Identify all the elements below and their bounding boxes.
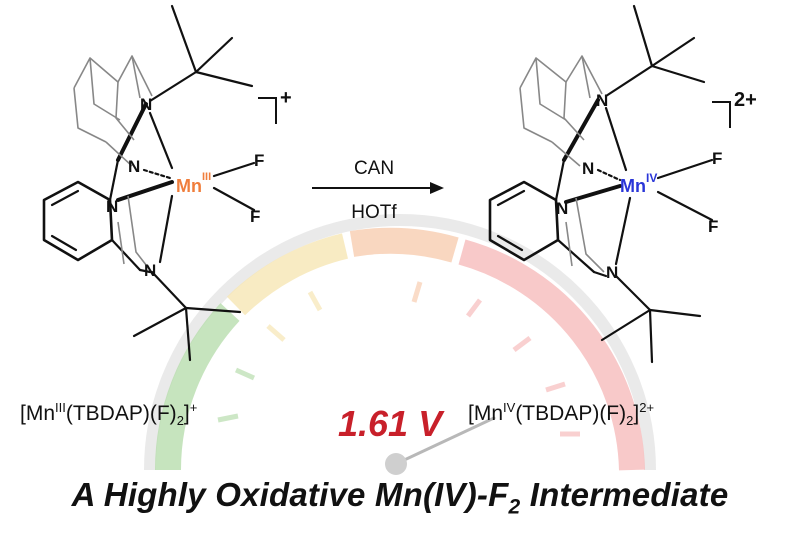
metal-mn4: Mn <box>620 176 646 196</box>
gauge-needle <box>398 416 496 464</box>
reaction-arrow: CAN HOTf <box>312 158 444 223</box>
reagent-hotf: HOTf <box>351 202 397 223</box>
atom-n: N <box>596 91 608 110</box>
atom-n: N <box>128 157 140 176</box>
gauge-tick <box>217 413 239 423</box>
gauge-tick <box>466 298 482 318</box>
atom-n: N <box>606 263 618 282</box>
gauge-tick <box>411 281 423 303</box>
gauge-segment-orange <box>349 227 459 263</box>
reagent-can: CAN <box>354 158 394 179</box>
gauge-tick <box>307 290 323 312</box>
gauge-ticks <box>217 281 580 437</box>
atom-n: N <box>140 95 152 114</box>
atom-f: F <box>708 217 718 236</box>
atom-f: F <box>250 207 260 226</box>
atom-f: F <box>254 151 264 170</box>
left-complex-label: [MnIII(TBDAP)(F)2]+ <box>20 400 198 429</box>
right-complex: N N N N F F Mn IV 2+ <box>488 4 757 364</box>
gauge-outer-arc <box>144 214 656 471</box>
charge: + <box>280 87 292 109</box>
atom-n: N <box>556 199 568 218</box>
gauge-segment-yellow <box>226 233 349 316</box>
atom-n: N <box>582 159 594 178</box>
gauge-segment-green <box>154 303 240 471</box>
gauge-tick <box>545 381 566 393</box>
gauge-tick <box>266 324 286 342</box>
gauge-segments <box>154 227 645 471</box>
gauge-tick <box>512 336 532 352</box>
gauge-hub <box>385 453 407 475</box>
gauge-segment-red <box>458 239 645 471</box>
metal-oxidation-state: III <box>202 171 211 183</box>
left-complex: N N N N F F Mn III + <box>42 4 292 362</box>
metal-oxidation-state: IV <box>646 171 657 185</box>
atom-n: N <box>106 197 118 216</box>
metal-mn3: Mn <box>176 176 202 196</box>
gauge-tick <box>234 367 256 381</box>
charge-bracket <box>258 97 277 124</box>
potential-value: 1.61 V <box>338 403 443 444</box>
figure-title: A Highly Oxidative Mn(IV)-F2 Intermediat… <box>71 476 729 519</box>
charge-bracket <box>712 101 731 128</box>
atom-n: N <box>144 261 156 280</box>
right-complex-label: [MnIV(TBDAP)(F)2]2+ <box>468 400 655 429</box>
atom-f: F <box>712 149 722 168</box>
charge: 2+ <box>734 89 757 111</box>
gauge <box>144 214 656 475</box>
